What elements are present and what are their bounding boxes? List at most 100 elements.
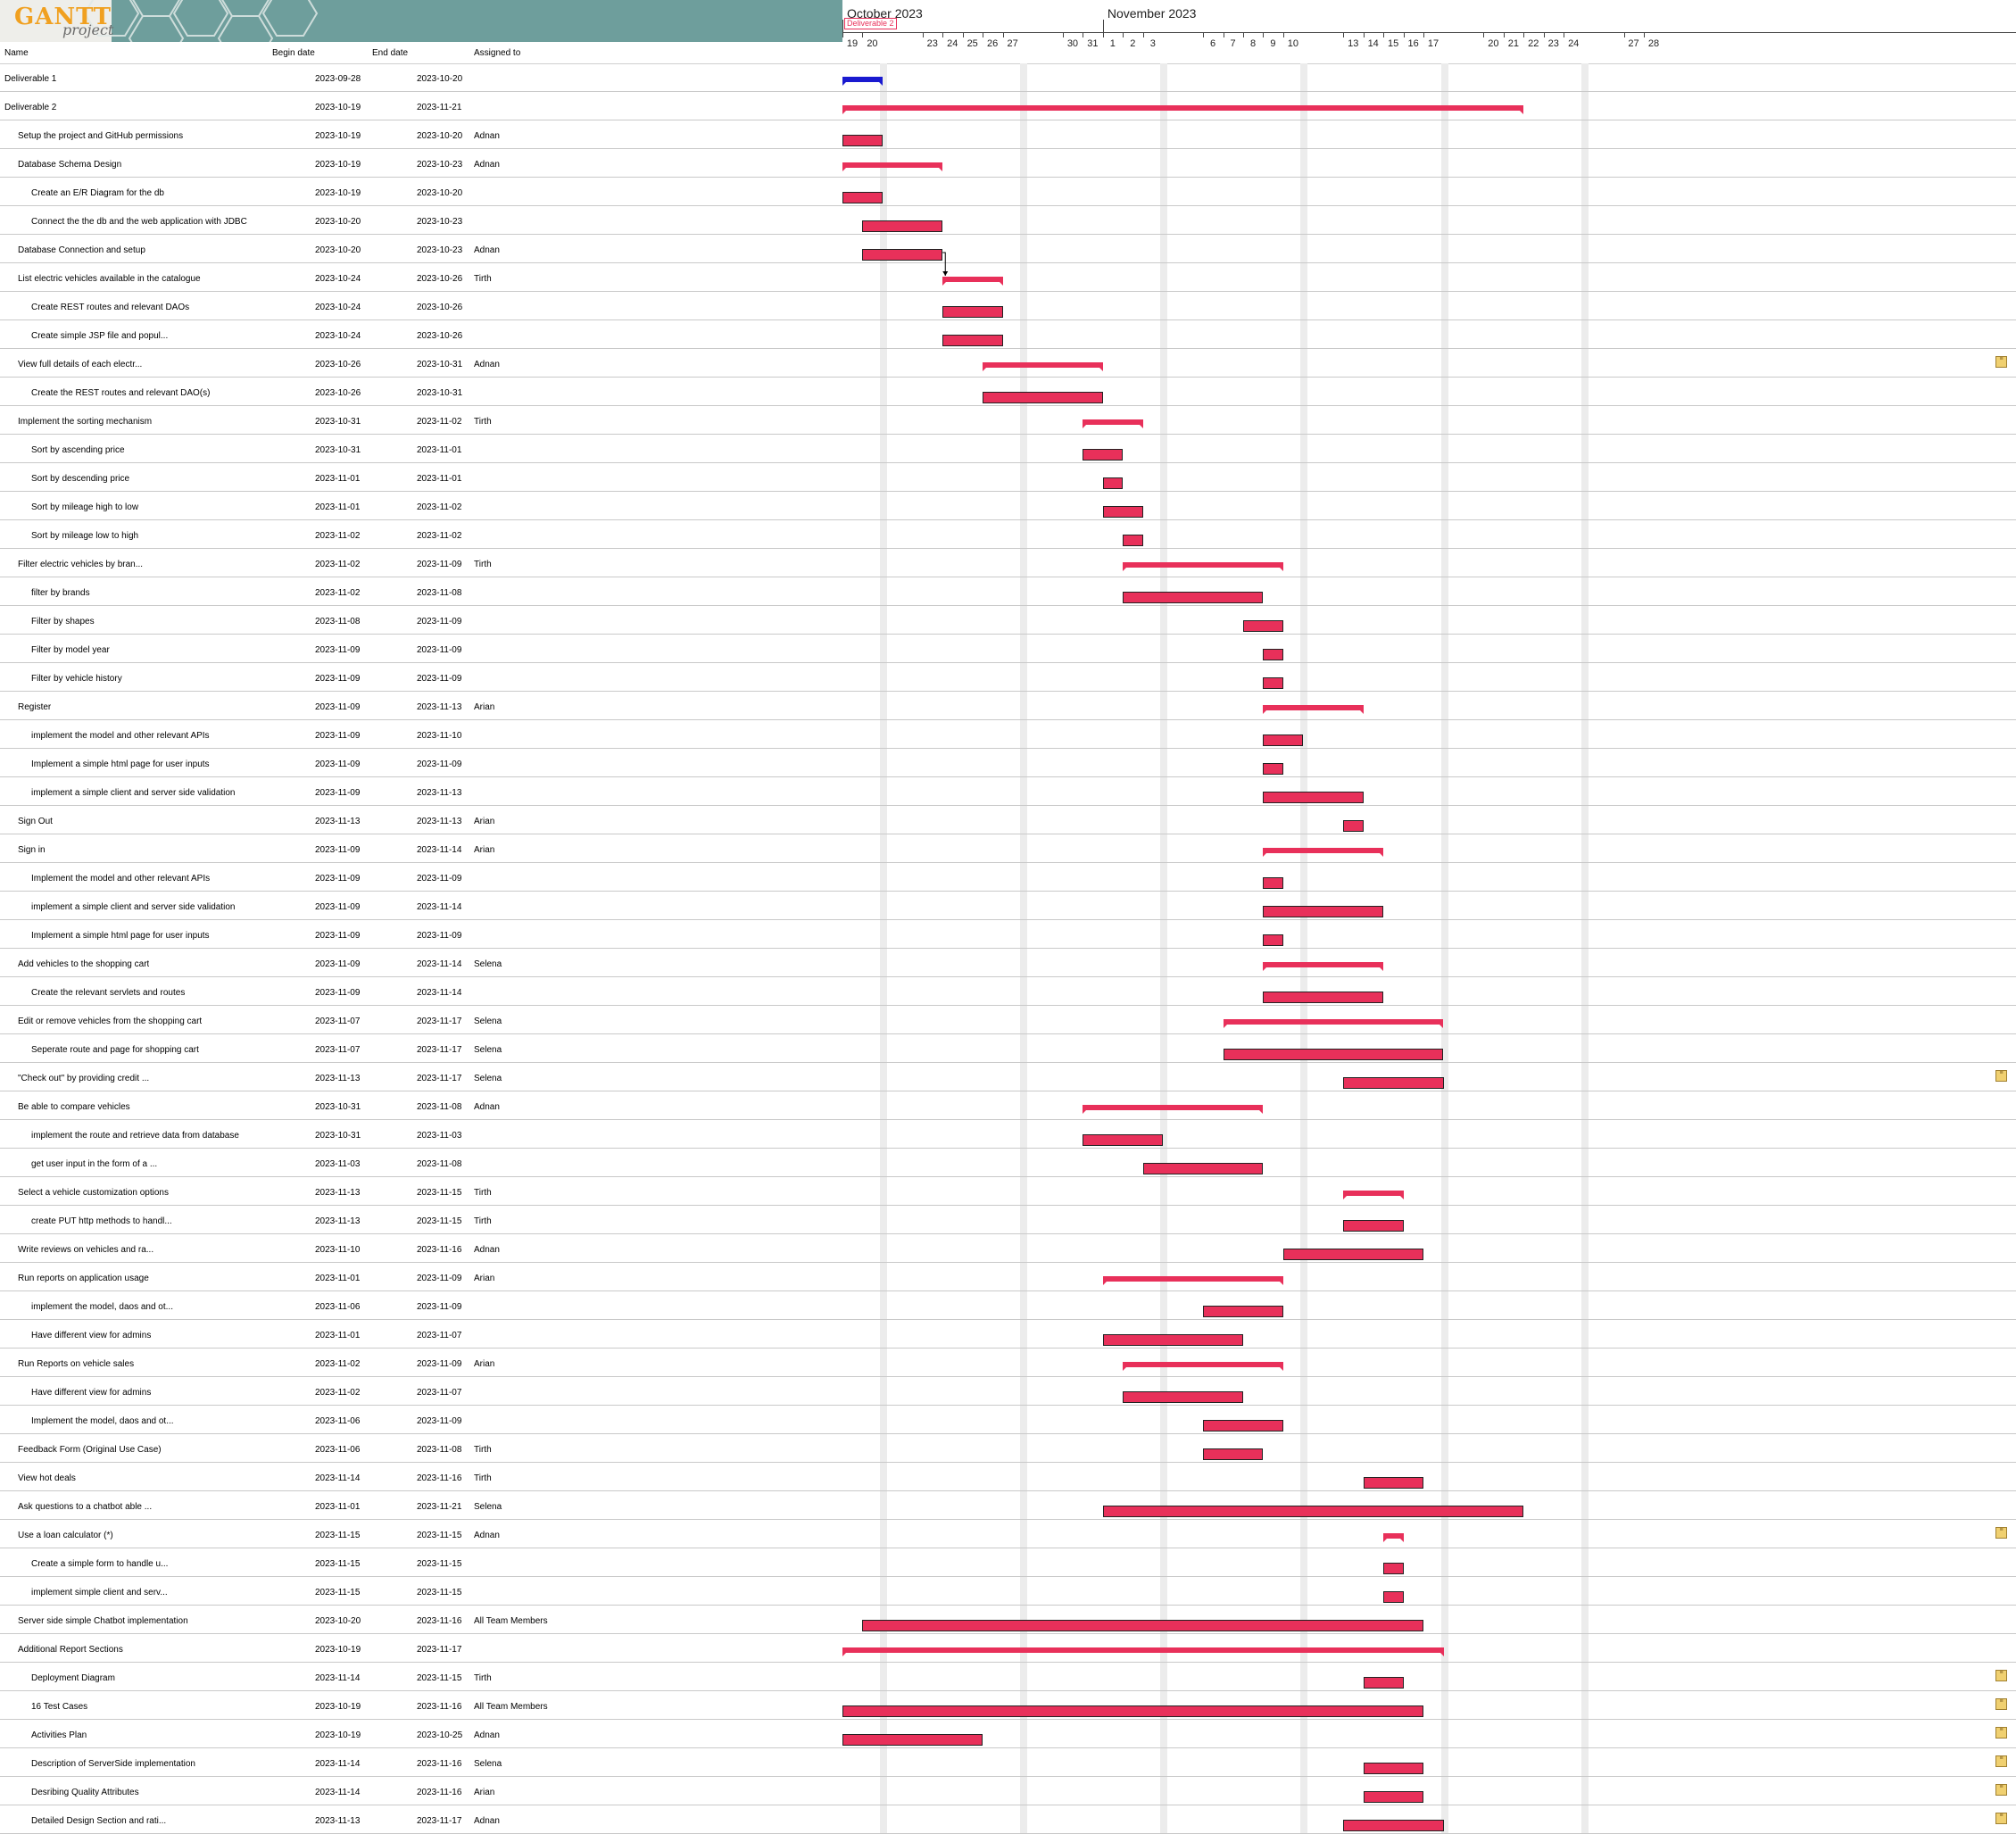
task-row[interactable]: implement a simple client and server sid… — [0, 892, 2016, 920]
task-bar[interactable] — [1203, 1306, 1283, 1317]
task-name[interactable]: Activities Plan — [31, 1730, 87, 1740]
task-name[interactable]: get user input in the form of a ... — [31, 1159, 158, 1169]
task-row[interactable]: Create a simple form to handle u...2023-… — [0, 1548, 2016, 1577]
task-name[interactable]: Additional Report Sections — [18, 1645, 123, 1655]
task-bar[interactable] — [1263, 677, 1283, 689]
task-name[interactable]: Deliverable 2 — [4, 103, 57, 112]
task-name[interactable]: Implement a simple html page for user in… — [31, 759, 210, 769]
task-name[interactable]: 16 Test Cases — [31, 1702, 88, 1712]
task-name[interactable]: implement a simple client and server sid… — [31, 902, 236, 912]
task-name[interactable]: Register — [18, 702, 52, 712]
summary-bar[interactable] — [1083, 1105, 1264, 1114]
summary-bar[interactable] — [842, 77, 883, 86]
task-row[interactable]: implement the model, daos and ot...2023-… — [0, 1291, 2016, 1320]
task-name[interactable]: filter by brands — [31, 588, 90, 598]
task-row[interactable]: Create simple JSP file and popul...2023-… — [0, 320, 2016, 349]
task-name[interactable]: Database Schema Design — [18, 160, 122, 170]
task-row[interactable]: Implement the model, daos and ot...2023-… — [0, 1406, 2016, 1434]
task-name[interactable]: Have different view for admins — [31, 1388, 152, 1398]
task-bar[interactable] — [1263, 649, 1283, 660]
task-row[interactable]: create PUT http methods to handl...2023-… — [0, 1206, 2016, 1234]
task-row[interactable]: Setup the project and GitHub permissions… — [0, 120, 2016, 149]
summary-bar[interactable] — [1223, 1019, 1444, 1028]
task-row[interactable]: Feedback Form (Original Use Case)2023-11… — [0, 1434, 2016, 1463]
task-bar[interactable] — [983, 392, 1103, 403]
task-name[interactable]: Create the REST routes and relevant DAO(… — [31, 388, 211, 398]
task-name[interactable]: Add vehicles to the shopping cart — [18, 959, 150, 969]
task-bar[interactable] — [1223, 1049, 1444, 1060]
task-row[interactable]: View full details of each electr...2023-… — [0, 349, 2016, 378]
task-name[interactable]: Database Connection and setup — [18, 245, 145, 255]
task-name[interactable]: Run reports on application usage — [18, 1274, 149, 1283]
task-row[interactable]: Write reviews on vehicles and ra...2023-… — [0, 1234, 2016, 1263]
task-bar[interactable] — [1343, 1077, 1444, 1089]
summary-bar[interactable] — [983, 362, 1103, 371]
task-name[interactable]: Server side simple Chatbot implementatio… — [18, 1616, 188, 1626]
task-bar[interactable] — [1083, 449, 1124, 461]
task-bar[interactable] — [1383, 1563, 1404, 1574]
task-bar[interactable] — [1263, 792, 1364, 803]
summary-bar[interactable] — [1123, 1362, 1283, 1371]
task-name[interactable]: Edit or remove vehicles from the shoppin… — [18, 1017, 203, 1026]
task-name[interactable]: Sort by descending price — [31, 474, 130, 484]
note-icon[interactable]: ≡ — [1995, 1698, 2007, 1710]
summary-bar[interactable] — [1102, 1276, 1283, 1285]
task-row[interactable]: List electric vehicles available in the … — [0, 263, 2016, 292]
task-bar[interactable] — [1102, 1506, 1524, 1517]
task-name[interactable]: Sort by mileage low to high — [31, 531, 139, 541]
column-header-name[interactable]: Name — [4, 48, 29, 58]
task-name[interactable]: Sign Out — [18, 817, 53, 826]
summary-bar[interactable] — [842, 105, 1524, 114]
task-name[interactable]: Description of ServerSide implementation — [31, 1759, 195, 1769]
task-row[interactable]: Implement the model and other relevant A… — [0, 863, 2016, 892]
task-name[interactable]: Use a loan calculator (*) — [18, 1531, 113, 1540]
task-name[interactable]: implement a simple client and server sid… — [31, 788, 236, 798]
task-row[interactable]: Connect the the db and the web applicati… — [0, 206, 2016, 235]
task-bar[interactable] — [842, 135, 883, 146]
task-row[interactable]: Implement a simple html page for user in… — [0, 920, 2016, 949]
note-icon[interactable]: ≡ — [1995, 1784, 2007, 1796]
task-name[interactable]: Seperate route and page for shopping car… — [31, 1045, 199, 1055]
task-name[interactable]: Implement a simple html page for user in… — [31, 931, 210, 941]
task-name[interactable]: Have different view for admins — [31, 1331, 152, 1340]
task-name[interactable]: implement simple client and serv... — [31, 1588, 168, 1597]
note-icon[interactable]: ≡ — [1995, 1670, 2007, 1681]
task-name[interactable]: Create a simple form to handle u... — [31, 1559, 169, 1569]
task-bar[interactable] — [1083, 1134, 1164, 1146]
task-bar[interactable] — [1203, 1448, 1264, 1460]
summary-bar[interactable] — [842, 1647, 1444, 1656]
note-icon[interactable]: ≡ — [1995, 356, 2007, 368]
task-bar[interactable] — [862, 249, 943, 261]
task-bar[interactable] — [1363, 1791, 1424, 1803]
note-icon[interactable]: ≡ — [1995, 1755, 2007, 1767]
task-bar[interactable] — [942, 335, 1003, 346]
task-bar[interactable] — [1263, 934, 1283, 946]
task-name[interactable]: Detailed Design Section and rati... — [31, 1816, 167, 1826]
task-row[interactable]: implement simple client and serv...2023-… — [0, 1577, 2016, 1606]
task-name[interactable]: Desribing Quality Attributes — [31, 1788, 139, 1797]
task-name[interactable]: Implement the sorting mechanism — [18, 417, 153, 427]
task-name[interactable]: Connect the the db and the web applicati… — [31, 217, 247, 227]
task-bar[interactable] — [1263, 992, 1384, 1003]
task-row[interactable]: Detailed Design Section and rati...2023-… — [0, 1805, 2016, 1834]
summary-bar[interactable] — [1343, 1191, 1404, 1199]
